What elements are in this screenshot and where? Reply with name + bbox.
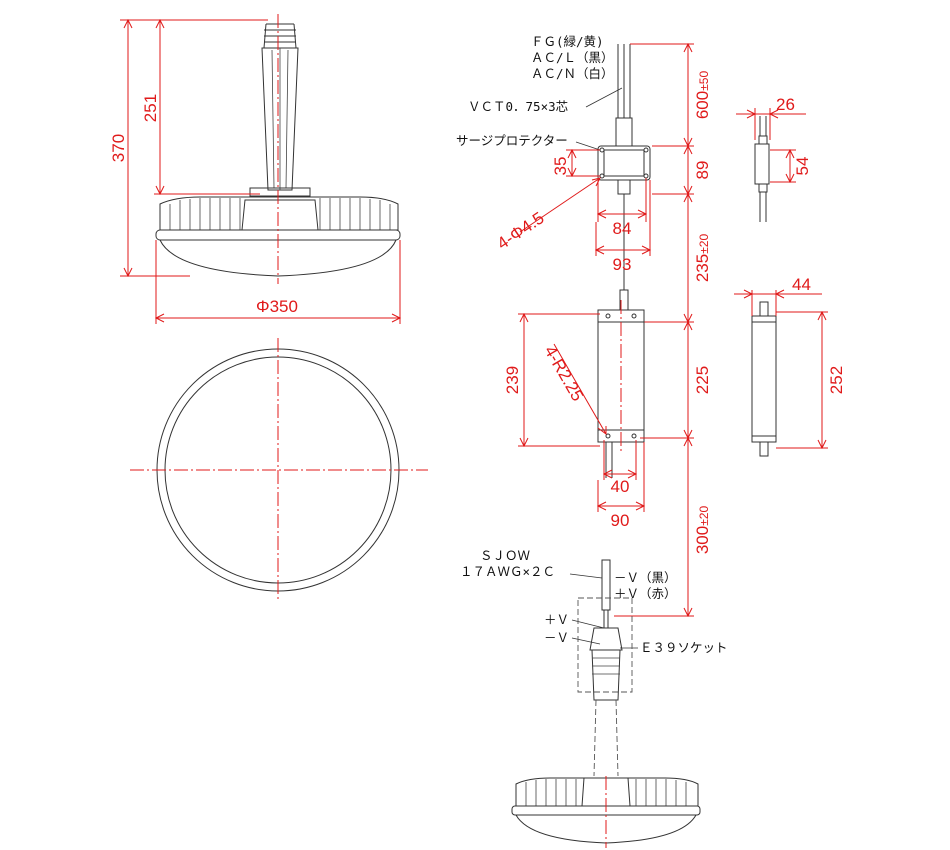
- stem-height-value: 251: [141, 94, 160, 122]
- dim-box-holes: 4-Φ4.5: [494, 177, 601, 253]
- output-labels: ＳＪＯＷ １７ＡＷＧ×２Ｃ －Ｖ（黒） ＋Ｖ（赤） ＋Ｖ －Ｖ Ｅ３９ソケット: [460, 548, 728, 655]
- label-vct: ＶＣＴ0．75×3芯: [468, 99, 568, 114]
- led-driver-side: [751, 301, 777, 457]
- input-cable: [615, 44, 633, 147]
- cable-length-value: 600±50: [693, 71, 712, 120]
- to-driver-value: 235±20: [693, 234, 712, 283]
- label-socket: Ｅ３９ソケット: [640, 640, 728, 655]
- dim-side-height: 54: [770, 148, 812, 184]
- surge-side-view: [754, 116, 770, 222]
- dim-driver-overall: 239: [503, 312, 600, 448]
- wire-labels: ＦＧ(緑/黄) ＡＣ/Ｌ（黒） ＡＣ/Ｎ（白） ＶＣＴ0．75×3芯 サージプロ…: [456, 34, 623, 151]
- label-sjow: ＳＪＯＷ: [480, 548, 531, 563]
- diameter-value: Φ350: [256, 297, 298, 316]
- dim-driver-depth: 44: [734, 275, 822, 316]
- dim-diameter: Φ350: [154, 240, 402, 324]
- dim-driver-height: 225: [640, 320, 712, 440]
- dim-stem-height: 251: [141, 18, 260, 196]
- driver-width-value: 90: [611, 511, 630, 530]
- dim-box-height: 89: [652, 144, 712, 196]
- dim-to-driver: 235±20: [640, 192, 712, 324]
- fixture-bottom: [511, 699, 701, 848]
- box-width-value: 93: [613, 255, 632, 274]
- driver-overall-value: 239: [503, 366, 522, 394]
- label-pos-red: ＋Ｖ（赤）: [614, 586, 677, 601]
- driver-corners-value: 4-R2.25: [541, 343, 588, 405]
- overall-height-value: 370: [109, 134, 128, 162]
- label-acl: ＡＣ/Ｌ（黒）: [531, 50, 614, 65]
- dim-box-pitch-v: 35: [551, 148, 600, 178]
- box-holes-value: 4-Φ4.5: [494, 208, 548, 253]
- driver-depth-value: 44: [792, 275, 811, 294]
- box-pitch-h-value: 84: [613, 219, 632, 238]
- side-width-value: 26: [776, 95, 795, 114]
- dim-driver-side-height: 252: [776, 310, 846, 450]
- e39-socket: [577, 597, 633, 701]
- label-fg: ＦＧ(緑/黄): [531, 34, 604, 49]
- dim-driver-pitch-h: 40: [602, 440, 638, 496]
- label-awg: １７ＡＷＧ×２Ｃ: [460, 564, 555, 579]
- label-neg-black: －Ｖ（黒）: [614, 570, 677, 585]
- led-driver-front: [597, 289, 645, 478]
- label-acn: ＡＣ/Ｎ（白）: [531, 66, 614, 81]
- output-cable-value: 300±20: [693, 506, 712, 555]
- dim-overall-height: 370: [109, 18, 268, 278]
- dim-side-width: 26: [736, 95, 806, 140]
- dim-box-pitch-h: 84: [596, 178, 648, 238]
- box-height-value: 89: [693, 161, 712, 180]
- dim-cable-length: 600±50: [630, 42, 712, 148]
- dim-output-cable: 300±20: [614, 436, 712, 618]
- side-height-value: 54: [793, 157, 812, 176]
- driver-height-value: 225: [693, 366, 712, 394]
- driver-pitch-h-value: 40: [611, 477, 630, 496]
- dim-driver-width: 90: [596, 442, 646, 530]
- lamp-bottom-view: [130, 338, 428, 602]
- dim-driver-corners: 4-R2.25: [541, 343, 607, 435]
- output-cable: [601, 559, 611, 628]
- label-pos: ＋Ｖ: [544, 612, 569, 627]
- dim-box-width: 93: [594, 180, 652, 274]
- driver-side-height-value: 252: [827, 366, 846, 394]
- label-neg: －Ｖ: [544, 630, 569, 645]
- label-surge: サージプロテクター: [456, 133, 568, 148]
- box-pitch-v-value: 35: [551, 157, 570, 176]
